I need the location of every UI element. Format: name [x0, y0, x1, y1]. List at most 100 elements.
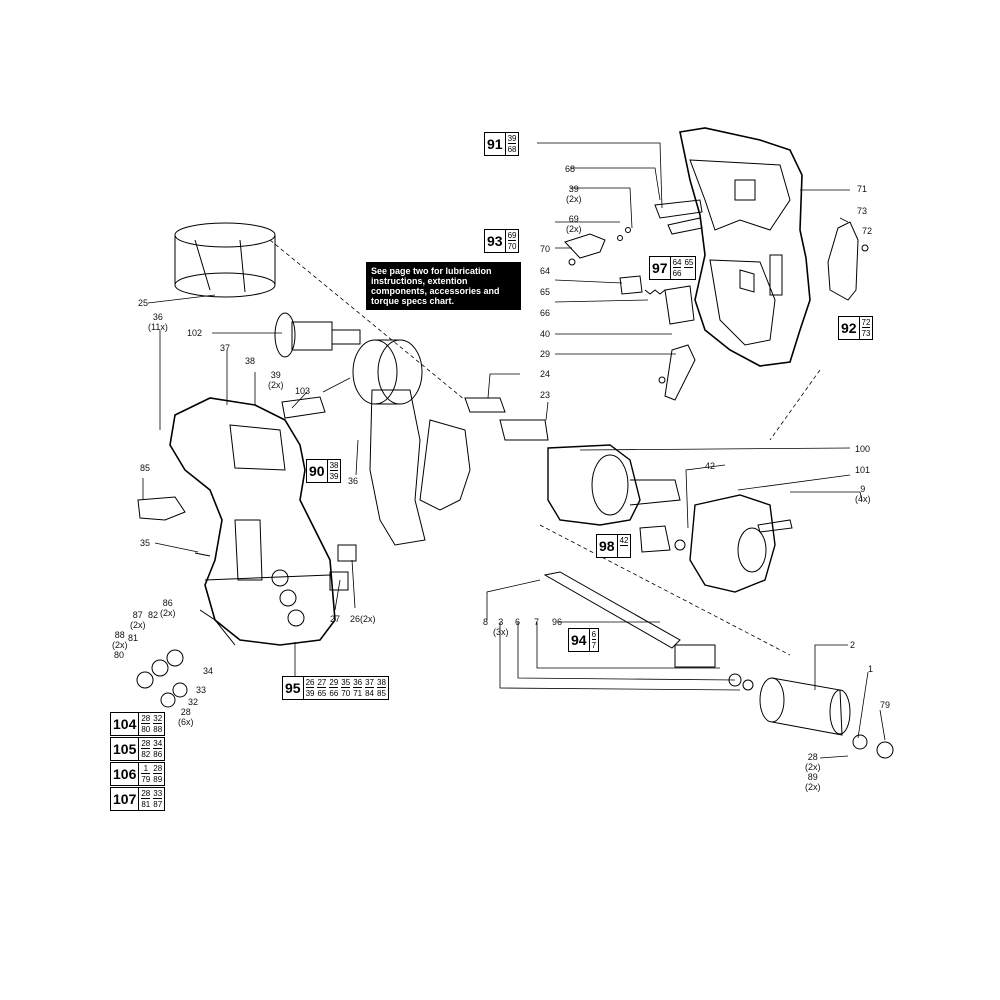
trigger-part: [664, 344, 696, 401]
callout-33: 33: [196, 685, 207, 695]
callout-73: 73: [857, 206, 868, 216]
kit-105-part: 34: [153, 739, 163, 749]
callout-86-number: 86: [162, 598, 173, 608]
callout-42: 42: [705, 461, 716, 471]
kit-97-part: 66: [672, 269, 682, 278]
callout-65: 65: [540, 287, 551, 297]
kit-107-part: 33: [153, 789, 163, 799]
callout-82: 82: [148, 610, 159, 620]
callout-34: 34: [203, 666, 214, 676]
callout-85: 85: [140, 463, 151, 473]
callout-87-qty: (2x): [130, 620, 146, 630]
callout-71: 71: [857, 184, 868, 194]
kit-90-part: 38: [329, 461, 339, 471]
kit-107-part: 28: [141, 789, 151, 799]
kit-95-number: 95: [283, 677, 304, 699]
callout-9-qty: (4x): [855, 494, 871, 504]
kit-92-number: 92: [839, 317, 860, 339]
kit-107-part: 87: [153, 800, 163, 809]
kit-104-part: 32: [153, 714, 163, 724]
kit-92-part: 73: [861, 329, 871, 338]
kit-98-part: [620, 546, 629, 557]
kit-93-part: 69: [507, 231, 517, 241]
kit-95-part: 85: [377, 689, 386, 698]
callout-100: 100: [855, 444, 871, 454]
stator-part: [352, 339, 423, 405]
switch-part: [619, 275, 695, 325]
callout-101: 101: [855, 465, 871, 475]
kit-105-part: 82: [141, 750, 151, 759]
kit-95-part: 38: [377, 678, 386, 688]
kit-95-part: 70: [341, 689, 351, 698]
kit-94-number: 94: [569, 629, 590, 651]
nose-part: [759, 677, 851, 736]
kit-95-part: 35: [341, 678, 351, 688]
callout-39: 39(2x): [566, 184, 582, 204]
kit-94-part: 7: [591, 641, 597, 650]
callout-28-right-number: 28: [807, 752, 818, 762]
callout-36-top-qty: (11x): [148, 322, 168, 332]
kit-95-part: 66: [329, 689, 339, 698]
callout-86-qty: (2x): [160, 608, 176, 618]
kit-93-number: 93: [485, 230, 506, 252]
front-housing-part: [689, 494, 776, 593]
kit-98: 98 42: [596, 534, 632, 558]
callout-72: 72: [862, 226, 873, 236]
kit-97-number: 97: [650, 257, 671, 279]
callout-38: 38: [245, 356, 256, 366]
kit-106-number: 106: [111, 763, 140, 785]
callout-9: 9(4x): [855, 484, 871, 504]
kit-95-part: 29: [329, 678, 339, 688]
kit-91-part: 68: [507, 145, 517, 154]
callout-6: 6: [515, 617, 521, 627]
kit-104-part: 80: [141, 725, 151, 734]
callout-3-qty: (3x): [493, 627, 509, 637]
kit-107-part: 81: [141, 800, 151, 809]
callout-28-left: 28(6x): [178, 707, 194, 727]
callout-28-right-qty: (2x): [805, 762, 821, 772]
callout-7: 7: [534, 617, 540, 627]
callout-102: 102: [187, 328, 203, 338]
kit-95-part: 27: [317, 678, 327, 688]
callout-24: 24: [540, 369, 551, 379]
kit-90-part: 39: [329, 472, 339, 481]
callout-70: 70: [540, 244, 551, 254]
callout-81: 81: [128, 633, 139, 643]
callout-39-left-number: 39: [270, 370, 281, 380]
callout-79: 79: [880, 700, 891, 710]
kit-104-part: 28: [141, 714, 151, 724]
right-housing-part: [679, 127, 811, 367]
kit-105-part: 86: [153, 750, 163, 759]
callout-28-left-qty: (6x): [178, 717, 194, 727]
kit-97-part: [684, 268, 693, 279]
callout-64: 64: [540, 266, 551, 276]
motor-can-part: [174, 222, 276, 298]
kit-91-number: 91: [485, 133, 506, 155]
kit-106-part: 89: [153, 775, 163, 784]
callout-2: 2: [850, 640, 856, 650]
callout-88: 88(2x): [112, 630, 128, 650]
callout-25: 25: [138, 298, 149, 308]
callout-96: 96: [552, 617, 563, 627]
kit-104-number: 104: [111, 713, 140, 735]
bracket-part: [564, 233, 606, 259]
callout-80: 80: [114, 650, 125, 660]
callout-87: 87(2x): [130, 610, 146, 630]
callout-27: 27: [330, 614, 341, 624]
callout-36-mid: 36: [348, 476, 359, 486]
callout-28-left-number: 28: [180, 707, 191, 717]
kit-105-number: 105: [111, 738, 140, 760]
callout-39-number: 39: [568, 184, 579, 194]
kit-107-number: 107: [111, 788, 140, 810]
lubrication-note: See page two for lubrication instruction…: [366, 262, 521, 310]
callout-26: 26(2x): [350, 614, 376, 624]
callout-69: 69(2x): [566, 214, 582, 234]
